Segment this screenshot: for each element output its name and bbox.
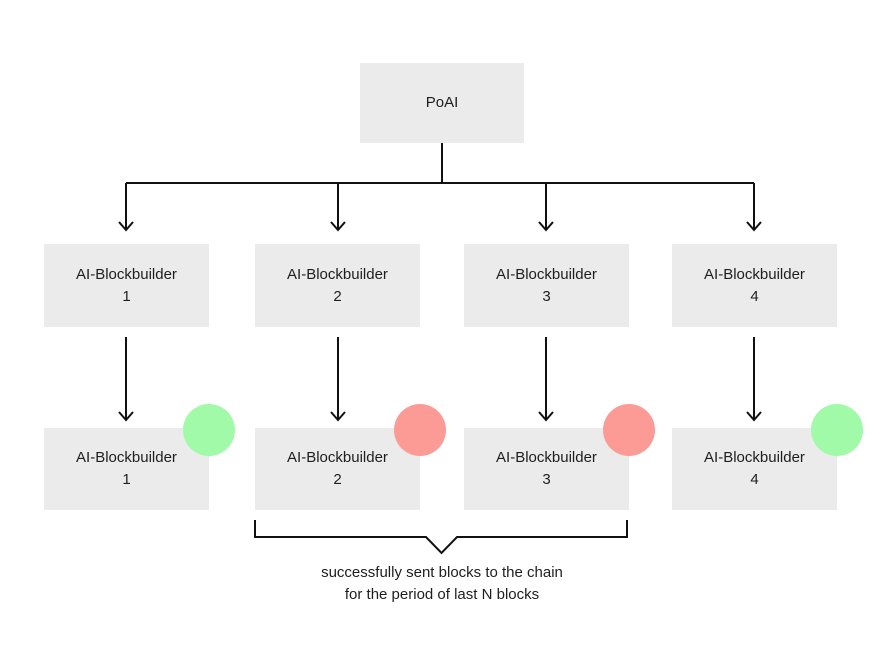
node-title: AI-Blockbuilder — [287, 265, 388, 283]
builder-node-2: AI-Blockbuilder 2 — [255, 244, 420, 327]
arrow-down-icon-builder-4-to-result-4 — [746, 337, 762, 422]
annotation-line-2: for the period of last N blocks — [344, 586, 540, 603]
arrow-down-icon-poai-to-builder-4 — [746, 183, 762, 232]
connector-group — [118, 143, 762, 555]
node-number: 1 — [122, 287, 131, 305]
node-number: 2 — [333, 471, 342, 488]
arrow-down-icon-poai-to-builder-1 — [118, 183, 134, 232]
arrow-down-icon-poai-to-builder-3 — [538, 183, 554, 232]
brace-annotation: successfully sent blocks to the chain fo… — [142, 562, 742, 606]
node-number: 1 — [122, 471, 131, 488]
brace-bracket-icon — [254, 520, 628, 555]
node-label: PoAI — [425, 94, 459, 111]
arrow-down-icon-builder-1-to-result-1 — [118, 337, 134, 422]
result-node-1: AI-Blockbuilder 1 — [44, 428, 209, 510]
node-title: AI-Blockbuilder — [76, 265, 177, 283]
status-circle-fail-2 — [394, 404, 446, 456]
trunk-and-bus-line — [126, 143, 754, 184]
node-number: 4 — [750, 287, 759, 305]
node-number: 3 — [542, 471, 551, 488]
result-node-4: AI-Blockbuilder 4 — [672, 428, 837, 510]
node-title: AI-Blockbuilder — [496, 449, 597, 466]
status-circle-success-4 — [811, 404, 863, 456]
node-title: AI-Blockbuilder — [287, 449, 388, 466]
annotation-line-1: successfully sent blocks to the chain — [321, 564, 563, 581]
status-circle-success-1 — [183, 404, 235, 456]
node-title: AI-Blockbuilder — [76, 449, 177, 466]
result-node-3: AI-Blockbuilder 3 — [464, 428, 629, 510]
builder-node-1: AI-Blockbuilder 1 — [44, 244, 209, 327]
arrow-down-icon-builder-2-to-result-2 — [330, 337, 346, 422]
node-title: AI-Blockbuilder — [704, 449, 805, 466]
node-title: AI-Blockbuilder — [496, 265, 597, 283]
arrow-down-icon-builder-3-to-result-3 — [538, 337, 554, 422]
arrow-down-icon-poai-to-builder-2 — [330, 183, 346, 232]
node-number: 2 — [333, 287, 342, 305]
node-title: AI-Blockbuilder — [704, 265, 805, 283]
builder-node-4: AI-Blockbuilder 4 — [672, 244, 837, 327]
node-number: 4 — [750, 471, 759, 488]
result-node-2: AI-Blockbuilder 2 — [255, 428, 420, 510]
node-number: 3 — [542, 287, 551, 305]
builder-node-3: AI-Blockbuilder 3 — [464, 244, 629, 327]
status-circle-fail-3 — [603, 404, 655, 456]
root-node-poai: PoAI — [360, 63, 524, 143]
